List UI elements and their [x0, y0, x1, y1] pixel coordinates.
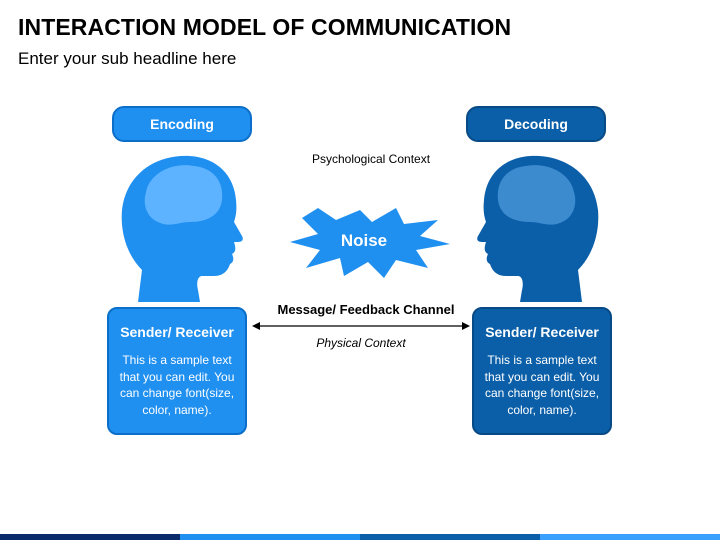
footer-segment	[0, 534, 180, 540]
channel-label: Message/ Feedback Channel	[277, 302, 455, 317]
physical-context-label: Physical Context	[316, 336, 406, 350]
psychological-context-label: Psychological Context	[311, 152, 431, 166]
card-title: Sender/ Receiver	[120, 324, 234, 340]
page-title: INTERACTION MODEL OF COMMUNICATION	[18, 14, 512, 40]
double-arrow-icon	[252, 322, 470, 330]
decoding-label: Decoding	[466, 106, 606, 142]
footer-segment	[360, 534, 540, 540]
sender-receiver-card-right: Sender/ Receiver This is a sample text t…	[472, 307, 612, 435]
receiver-head-icon	[477, 155, 599, 302]
noise-label: Noise	[340, 231, 388, 250]
sender-head-icon	[121, 155, 243, 302]
card-text: This is a sample text that you can edit.…	[484, 353, 600, 417]
card-text: This is a sample text that you can edit.…	[119, 353, 235, 417]
footer-color-bar	[0, 534, 720, 540]
footer-segment	[540, 534, 720, 540]
sender-receiver-card-left: Sender/ Receiver This is a sample text t…	[107, 307, 247, 435]
card-title: Sender/ Receiver	[485, 324, 599, 340]
page-subtitle: Enter your sub headline here	[18, 49, 237, 68]
noise-burst-icon	[290, 208, 450, 278]
footer-segment	[180, 534, 360, 540]
encoding-label: Encoding	[112, 106, 252, 142]
